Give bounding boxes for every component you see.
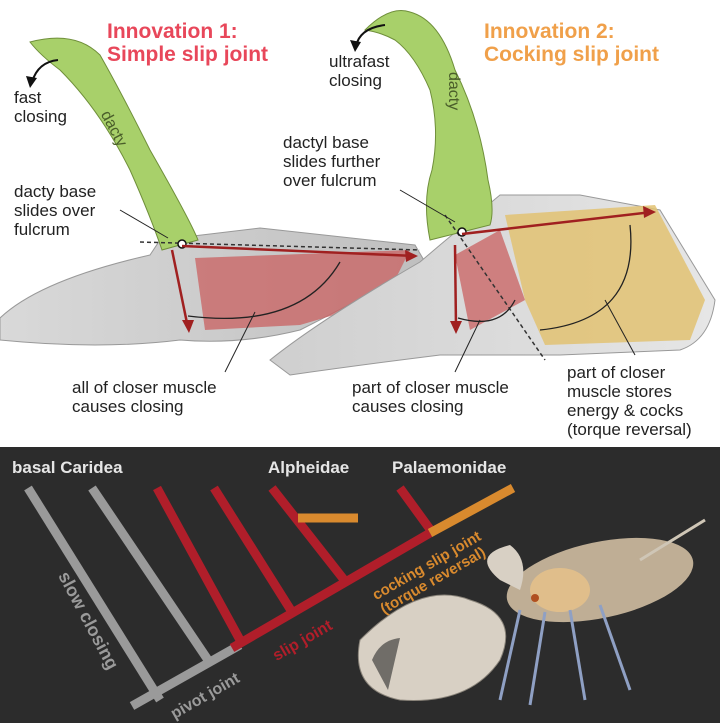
- left-torque-arc: [187, 261, 341, 319]
- right-dactyl: [363, 10, 493, 241]
- palaemonidae-label: Palaemonidae: [392, 458, 507, 477]
- dactyl-base-further-label: dactyl base slides further over fulcrum: [283, 133, 381, 190]
- right-force-arrow: [461, 210, 653, 236]
- left-closer-muscle: [195, 250, 410, 330]
- innovation-1-title: Innovation 1: Simple slip joint: [107, 20, 269, 66]
- left-force-arrow: [181, 244, 416, 258]
- left-dactyl: [29, 37, 199, 251]
- left-fulcrum-dash: [139, 241, 421, 251]
- dacty-right-label: dacty: [445, 72, 462, 111]
- ultrafast-closing-label: ultrafast closing: [329, 52, 390, 90]
- right-closer-muscle-yellow: [505, 205, 705, 345]
- innovation-2-title: Innovation 2: Cocking slip joint: [484, 20, 660, 66]
- shrimp-photo: [357, 518, 706, 706]
- dacty-base-label: dacty base slides over fulcrum: [14, 182, 97, 239]
- fast-closing-label: fast closing: [14, 88, 67, 126]
- right-fulcrum-dash: [444, 214, 546, 361]
- right-claw: [269, 10, 716, 376]
- alpheidae-label: Alpheidae: [268, 458, 350, 477]
- left-claw: [0, 37, 426, 373]
- right-torque-arc: [457, 299, 516, 322]
- basal-caridea-label: basal Caridea: [12, 458, 123, 477]
- part-stores-label: part of closer muscle stores energy & co…: [567, 363, 692, 439]
- part-closer-label: part of closer muscle causes closing: [352, 378, 509, 416]
- left-lever-arrow: [170, 249, 190, 329]
- all-closer-label: all of closer muscle causes closing: [72, 378, 217, 416]
- phylogeny-panel: [0, 447, 720, 723]
- right-lever-arrow: [453, 244, 458, 329]
- right-torque-arc-2: [539, 224, 632, 331]
